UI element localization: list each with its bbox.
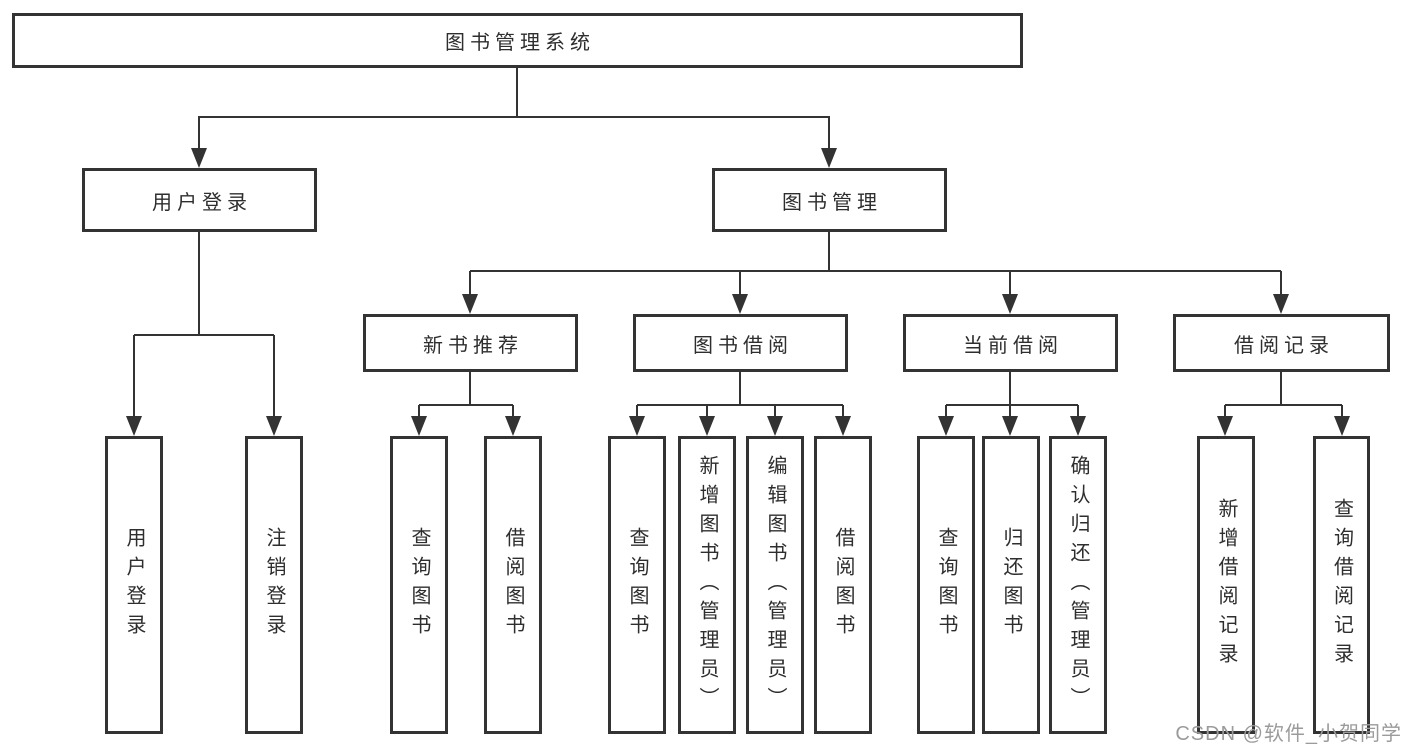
node-label: 图书管理 — [782, 191, 882, 214]
leaf-label: 查询图书 — [935, 527, 957, 643]
leaf-add-borrow-record: 新增借阅记录 — [1197, 436, 1255, 734]
connector-lines — [133, 68, 1343, 419]
arrowheads — [126, 148, 1350, 436]
node-book-borrow: 图书借阅 — [633, 314, 848, 372]
node-label: 新书推荐 — [423, 334, 523, 357]
leaf-add-book-admin: 新增图书（管理员） — [678, 436, 736, 734]
node-label: 当前借阅 — [963, 334, 1063, 357]
leaf-label: 新增借阅记录 — [1215, 498, 1237, 672]
leaf-edit-book-admin: 编辑图书（管理员） — [746, 436, 804, 734]
leaf-label: 借阅图书 — [832, 527, 854, 643]
leaf-label: 注销登录 — [263, 527, 285, 643]
leaf-label: 借阅图书 — [502, 527, 524, 643]
leaf-query-books: 查询图书 — [917, 436, 975, 734]
leaf-query-books: 查询图书 — [390, 436, 448, 734]
leaf-label: 新增图书（管理员） — [696, 454, 718, 716]
leaf-query-borrow-record: 查询借阅记录 — [1313, 436, 1370, 734]
leaf-borrow-books: 借阅图书 — [814, 436, 872, 734]
leaf-label: 编辑图书（管理员） — [764, 454, 786, 716]
leaf-borrow-books: 借阅图书 — [484, 436, 542, 734]
node-new-book-recommend: 新书推荐 — [363, 314, 578, 372]
leaf-logout: 注销登录 — [245, 436, 303, 734]
leaf-query-books: 查询图书 — [608, 436, 666, 734]
leaf-confirm-return-admin: 确认归还（管理员） — [1049, 436, 1107, 734]
node-user-login: 用户登录 — [82, 168, 317, 232]
leaf-label: 查询图书 — [408, 527, 430, 643]
leaf-label: 查询借阅记录 — [1330, 498, 1353, 672]
node-label: 用户登录 — [152, 191, 252, 214]
leaf-user-login: 用户登录 — [105, 436, 163, 734]
node-current-borrow: 当前借阅 — [903, 314, 1118, 372]
node-label: 借阅记录 — [1234, 334, 1334, 357]
leaf-return-book: 归还图书 — [982, 436, 1040, 734]
node-label: 图书借阅 — [693, 334, 793, 357]
node-book-management: 图书管理 — [712, 168, 947, 232]
leaf-label: 用户登录 — [123, 527, 145, 643]
node-borrow-records: 借阅记录 — [1173, 314, 1390, 372]
leaf-label: 归还图书 — [1000, 527, 1022, 643]
csdn-watermark: CSDN @软件_小贺同学 — [1175, 723, 1402, 745]
leaf-label: 查询图书 — [626, 527, 648, 643]
leaf-label: 确认归还（管理员） — [1067, 454, 1089, 716]
node-label: 图书管理系统 — [445, 32, 595, 54]
node-system-root: 图书管理系统 — [12, 13, 1023, 68]
